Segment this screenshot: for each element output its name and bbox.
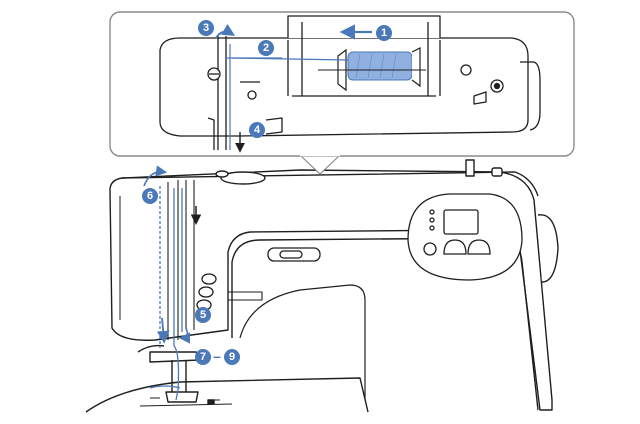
spool-pin <box>465 159 475 177</box>
panel-button <box>467 239 491 255</box>
panel-button <box>423 242 437 256</box>
thread-path-inset <box>226 44 349 150</box>
machine-bed <box>85 377 369 413</box>
handwheel <box>537 214 559 283</box>
side-buttons <box>196 273 217 311</box>
spool-holder <box>287 15 441 38</box>
control-panel <box>407 193 523 281</box>
step-badge-5: 5 <box>195 307 211 323</box>
head-face <box>167 180 195 340</box>
presser-foot <box>149 351 201 363</box>
step-range-dash: – <box>213 348 221 364</box>
thread-path-main <box>149 186 183 401</box>
panel-button <box>443 239 467 255</box>
inset-pointer <box>299 154 341 175</box>
stitch-selector <box>267 247 321 262</box>
step-badge-3: 3 <box>198 20 214 36</box>
step-badge-6: 6 <box>142 188 158 204</box>
step-badge-9: 9 <box>224 349 240 365</box>
step-badge-7: 7 <box>195 349 211 365</box>
step-badge-1: 1 <box>376 25 392 41</box>
tension-knob <box>220 171 266 185</box>
step-badge-4: 4 <box>249 122 265 138</box>
lcd-display <box>443 209 479 235</box>
step-badge-2: 2 <box>258 40 274 56</box>
